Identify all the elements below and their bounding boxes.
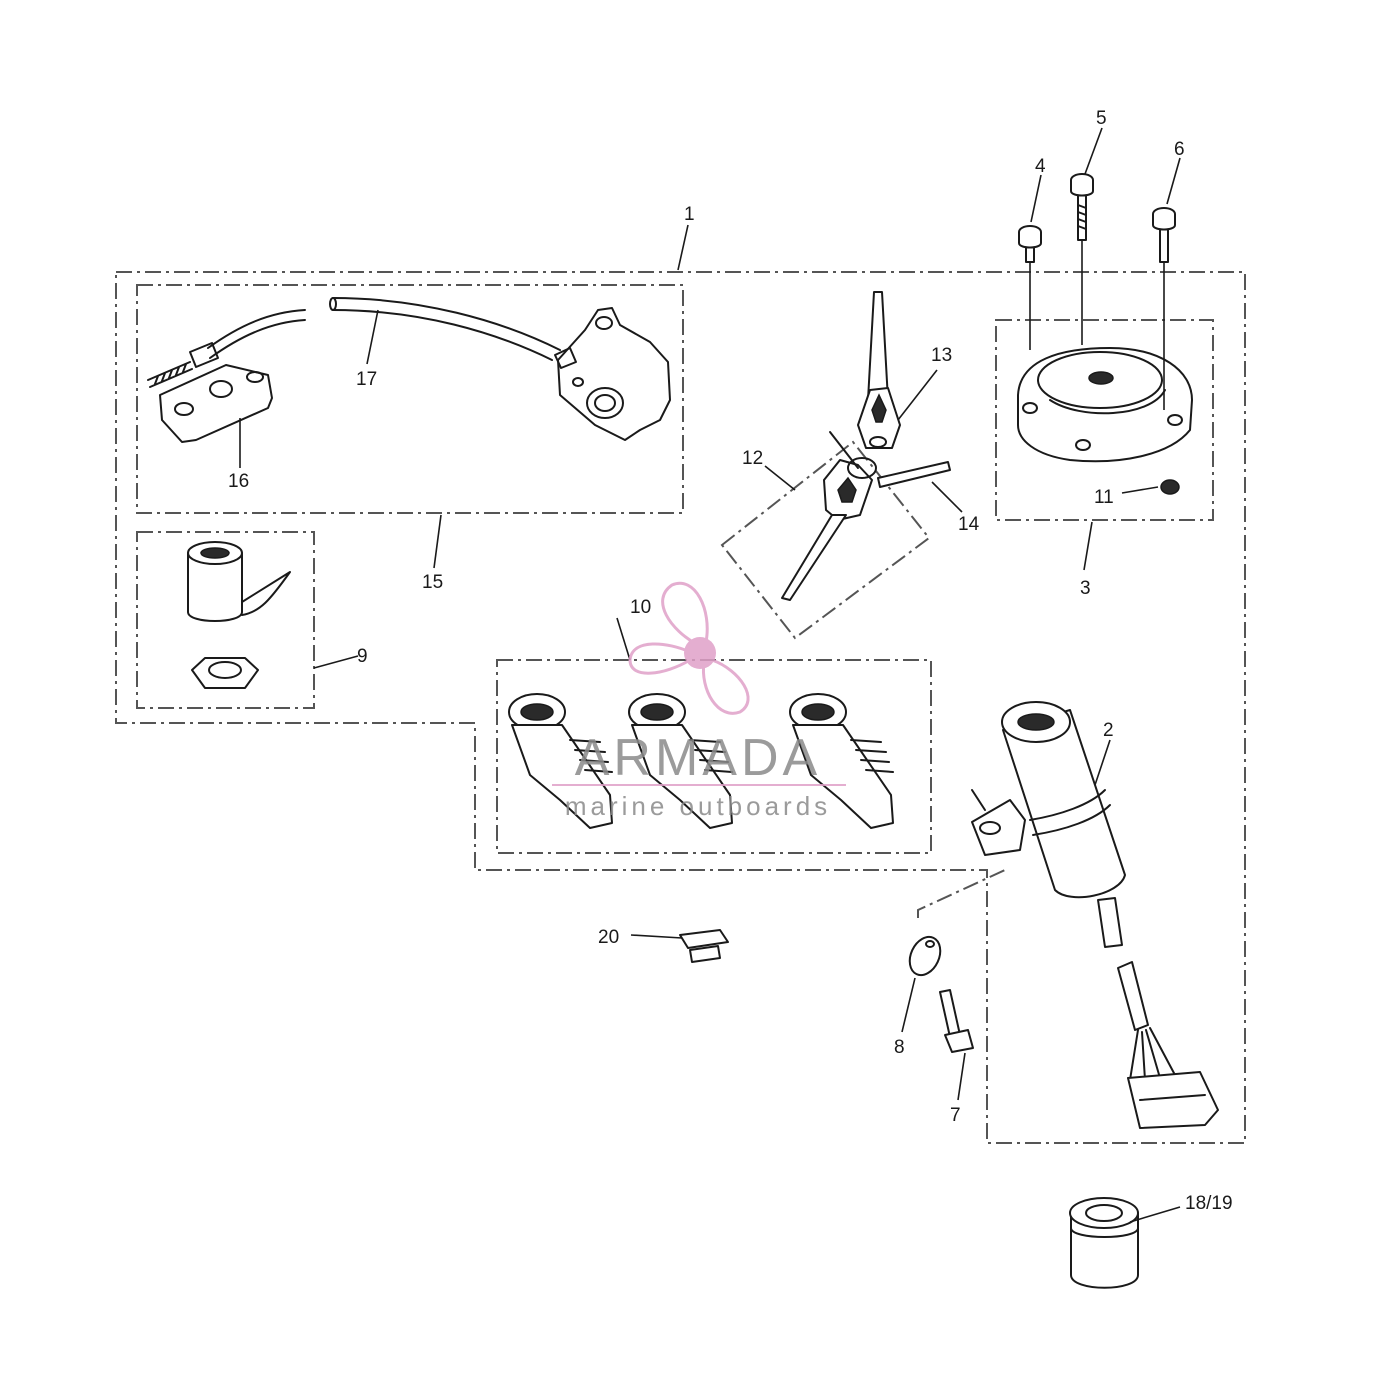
watermark-brand: ARMADA — [575, 729, 821, 787]
callout-8: 8 — [894, 1037, 905, 1058]
callout-14: 14 — [958, 514, 980, 535]
sub-boundary-9 — [136, 531, 315, 709]
callout-17: 17 — [356, 369, 377, 390]
callout-1: 1 — [684, 204, 695, 225]
sub-boundary-12 — [720, 440, 931, 640]
mounting-bolt-and-washer — [908, 935, 974, 1053]
callout-13: 13 — [931, 345, 952, 366]
watermark-tagline: marine outboards — [565, 791, 831, 821]
seat-lock-cable — [329, 297, 561, 361]
callout-20: 20 — [598, 927, 619, 948]
seat-lock-body — [554, 307, 671, 441]
ignition-keys — [781, 291, 951, 601]
callout-11: 11 — [1094, 487, 1114, 508]
callout-2: 2 — [1103, 720, 1114, 741]
propeller-icon — [628, 581, 750, 715]
seat-lock-actuator — [147, 309, 306, 443]
callout-6: 6 — [1174, 139, 1185, 160]
fuel-cap — [1017, 347, 1193, 463]
callout-10: 10 — [630, 597, 651, 618]
sub-boundary-2-link — [917, 869, 1006, 918]
callout-15: 15 — [422, 572, 443, 593]
callout-5: 5 — [1096, 108, 1107, 129]
sleeve-bush — [1069, 1197, 1139, 1289]
callout-7: 7 — [950, 1105, 961, 1126]
retaining-clip — [679, 929, 729, 963]
grub-screw — [1160, 479, 1180, 495]
ignition-switch — [971, 701, 1219, 1129]
callout-16: 16 — [228, 471, 249, 492]
callout-labels: 1 2 3 4 5 6 7 8 9 10 11 12 13 14 15 16 1… — [228, 108, 1233, 1214]
sub-boundary-3 — [995, 319, 1214, 521]
lock-cylinders — [508, 693, 894, 829]
callout-3: 3 — [1080, 578, 1091, 599]
callout-18-19: 18/19 — [1185, 1193, 1233, 1214]
leader-lines — [239, 127, 1181, 1223]
seat-lock-barrel — [187, 541, 291, 689]
callout-9: 9 — [357, 646, 368, 667]
callout-12: 12 — [742, 448, 763, 469]
watermark: ARMADA marine outboards — [552, 581, 846, 821]
sub-boundary-15 — [136, 284, 684, 514]
kit-boundary-1 — [115, 271, 1246, 1144]
callout-4: 4 — [1035, 156, 1046, 177]
cap-screws — [1018, 173, 1176, 410]
